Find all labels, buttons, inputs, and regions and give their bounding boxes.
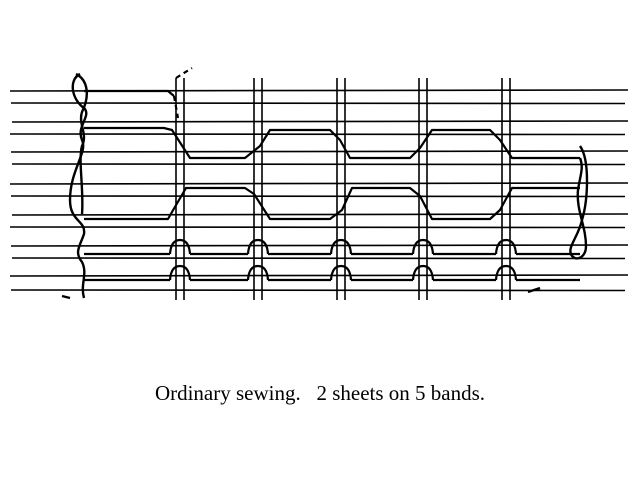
sheet-line (10, 289, 626, 292)
left-kettle-loop-inner (75, 72, 88, 215)
sheet-line (10, 102, 626, 105)
sheet-line (11, 257, 626, 260)
band-loop (494, 264, 518, 281)
sheet-line (9, 226, 626, 229)
band-loop (246, 238, 270, 255)
thread-end-right (527, 286, 541, 294)
right-kettle-loop (569, 145, 589, 260)
thread-sheet-2 (84, 186, 580, 221)
sheet-line (9, 182, 629, 185)
sheet-line (9, 274, 629, 277)
band-loop (411, 264, 435, 281)
thread-sheet-1-entry (84, 89, 175, 97)
sheet-line (11, 120, 629, 123)
sheet-line (11, 163, 626, 166)
band-loop (329, 238, 353, 255)
sewing-bands (175, 78, 511, 300)
thread-end-left (61, 294, 71, 300)
band-loop (329, 264, 353, 281)
sheet-line (9, 133, 626, 136)
sewing-threads (84, 67, 580, 282)
sheet-line (11, 213, 629, 216)
sheet-line (10, 150, 629, 153)
band-loop (494, 238, 518, 255)
sheet-line (10, 195, 626, 198)
sheet-line (10, 244, 629, 247)
figure-caption: Ordinary sewing. 2 sheets on 5 bands. (154, 381, 486, 405)
band-loop (168, 264, 192, 281)
sheet-fold-lines (9, 89, 629, 292)
thread-dashed (172, 95, 180, 119)
band-loop (168, 238, 192, 255)
kettle-stitch-loops (61, 72, 589, 300)
thread-dashed-top (175, 67, 193, 79)
band-loop (411, 238, 435, 255)
band-loop (246, 264, 270, 281)
thread-sheet-1 (84, 126, 580, 160)
